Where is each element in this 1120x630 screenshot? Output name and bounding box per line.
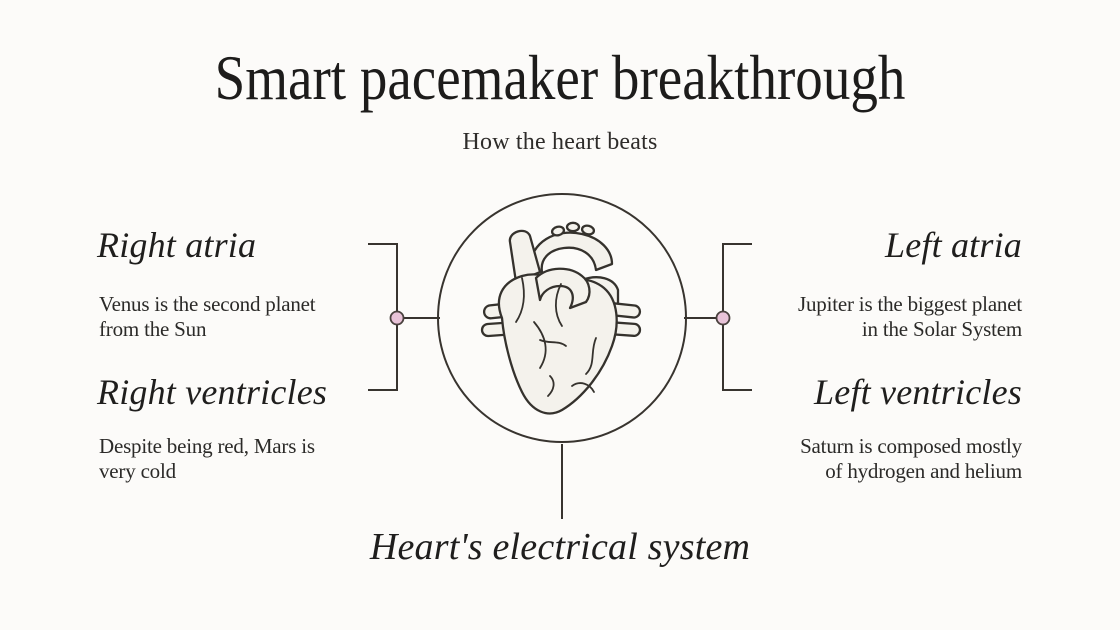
arch-branch — [580, 224, 596, 236]
arch-branch — [565, 221, 581, 233]
callout-heading-right-ventricles: Right ventricles — [97, 372, 328, 412]
callout-desc-left-atria: Jupiter is the biggest planet in the Sol… — [798, 292, 1022, 341]
left-node-dot — [389, 310, 405, 326]
page-title: Smart pacemaker breakthrough — [214, 42, 906, 113]
callout-heading-left-atria: Left atria — [884, 225, 1022, 265]
callout-heading-left-ventricles: Left ventricles — [814, 372, 1022, 412]
callout-desc-right-atria: Venus is the second planet from the Sun — [99, 292, 316, 341]
callout-heading-right-atria: Right atria — [97, 225, 257, 265]
callout-desc-right-ventricles: Despite being red, Mars is very cold — [99, 434, 315, 483]
heart-circle-frame — [437, 193, 687, 443]
pulmonary-trunk — [534, 267, 591, 310]
coronary-vessels — [515, 277, 597, 397]
arch-branch — [550, 225, 566, 237]
aortic-arch — [528, 231, 614, 274]
right-node-dot — [715, 310, 731, 326]
anatomical-heart-icon — [480, 221, 642, 415]
callout-desc-left-ventricles: Saturn is composed mostly of hydrogen an… — [800, 434, 1022, 483]
heart-body — [497, 273, 618, 415]
page-subtitle: How the heart beats — [462, 129, 658, 155]
vena-cava — [508, 229, 542, 284]
callout-heading-electrical-system: Heart's electrical system — [369, 526, 751, 568]
